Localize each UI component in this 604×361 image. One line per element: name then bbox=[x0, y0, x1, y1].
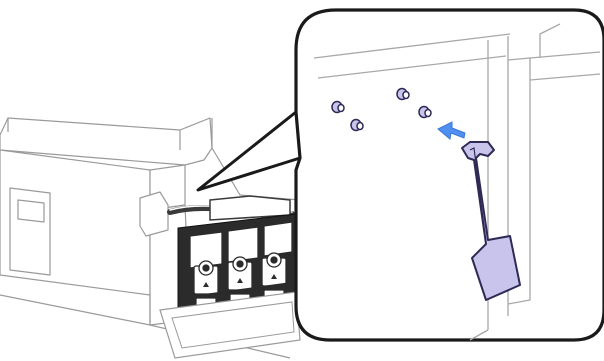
ink-cap-3 bbox=[262, 253, 286, 286]
ink-cap-1 bbox=[194, 261, 218, 294]
tank-compartment-2 bbox=[228, 227, 258, 262]
printer-bracket bbox=[140, 192, 168, 236]
tank-compartment-3 bbox=[264, 222, 292, 256]
printer-front-left bbox=[0, 150, 150, 295]
callout-frame bbox=[296, 10, 604, 340]
ink-cap-2 bbox=[228, 257, 252, 290]
